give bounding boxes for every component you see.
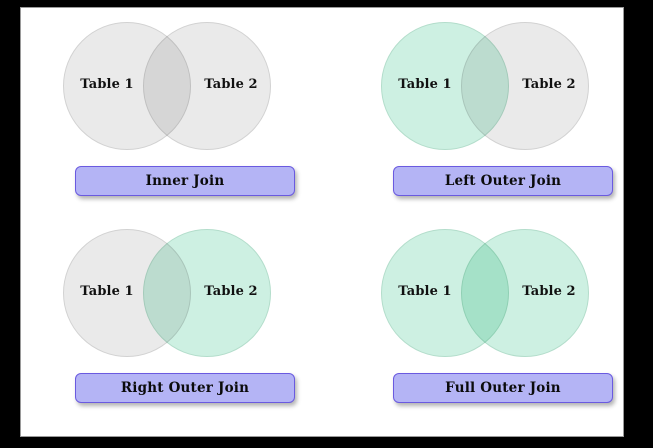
venn-label-left: Table 1 — [80, 284, 134, 299]
venn-label-right: Table 2 — [522, 77, 576, 92]
diagram-page-frame: Table 1 Table 2 Inner Join Table 1 Table… — [20, 7, 624, 437]
venn-circle-right — [461, 229, 589, 357]
diagram-right-outer-join: Table 1 Table 2 Right Outer Join — [37, 221, 309, 421]
venn-diagram: Table 1 Table 2 — [63, 227, 295, 359]
diagram-left-outer-join: Table 1 Table 2 Left Outer Join — [355, 14, 627, 214]
diagram-full-outer-join: Table 1 Table 2 Full Outer Join — [355, 221, 627, 421]
venn-label-left: Table 1 — [80, 77, 134, 92]
diagram-inner-join: Table 1 Table 2 Inner Join — [37, 14, 309, 214]
venn-circle-right — [143, 22, 271, 150]
venn-label-right: Table 2 — [204, 284, 258, 299]
join-label-left-outer-join[interactable]: Left Outer Join — [393, 166, 613, 196]
venn-label-right: Table 2 — [522, 284, 576, 299]
venn-label-right: Table 2 — [204, 77, 258, 92]
venn-label-left: Table 1 — [398, 284, 452, 299]
join-label-right-outer-join[interactable]: Right Outer Join — [75, 373, 295, 403]
join-label-full-outer-join[interactable]: Full Outer Join — [393, 373, 613, 403]
join-label-inner-join[interactable]: Inner Join — [75, 166, 295, 196]
venn-circle-right — [461, 22, 589, 150]
venn-circle-right — [143, 229, 271, 357]
venn-diagram: Table 1 Table 2 — [63, 20, 295, 152]
venn-diagram: Table 1 Table 2 — [381, 227, 613, 359]
venn-diagram: Table 1 Table 2 — [381, 20, 613, 152]
venn-label-left: Table 1 — [398, 77, 452, 92]
